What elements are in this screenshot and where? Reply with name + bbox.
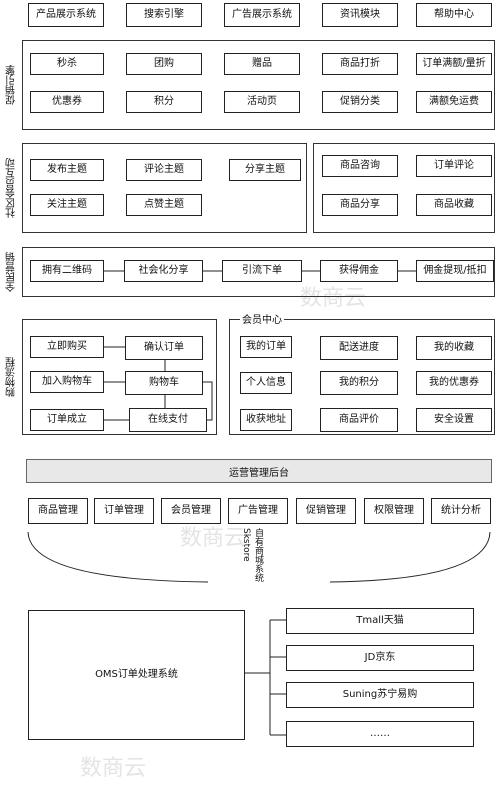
marketing-step: 佣金提现/抵扣	[416, 260, 494, 282]
promotion-label: 促销引擎	[6, 65, 18, 105]
promo-item: 优惠券	[30, 91, 104, 113]
nav-help-center: 帮助中心	[416, 3, 492, 27]
promo-item: 团购	[126, 53, 202, 75]
promo-item: 活动页	[224, 91, 300, 113]
community-item: 发布主题	[30, 159, 104, 181]
channel-box: Suning苏宁易购	[286, 682, 474, 708]
nav-news-module: 资讯模块	[322, 3, 398, 27]
backend-module: 权限管理	[364, 498, 424, 524]
backend-module: 统计分析	[431, 498, 491, 524]
marketing-group	[22, 247, 495, 297]
promo-item: 商品打折	[322, 53, 398, 75]
purchase-add-to-cart: 加入购物车	[30, 371, 104, 393]
community-item: 关注主题	[30, 194, 104, 216]
nav-search-engine: 搜索引擎	[126, 3, 202, 27]
member-center-title: 会员中心	[240, 315, 284, 327]
promo-item: 满额免运费	[416, 91, 492, 113]
purchase-online-payment: 在线支付	[129, 408, 207, 432]
member-item: 我的订单	[240, 336, 292, 358]
community-item: 订单评论	[416, 155, 492, 177]
channel-box: ……	[286, 721, 474, 747]
oms-system-box: OMS订单处理系统	[28, 610, 245, 740]
watermark: 数商云	[180, 526, 247, 551]
member-item: 商品评价	[320, 408, 398, 432]
marketing-step: 拥有二维码	[30, 260, 104, 282]
purchase-order-created: 订单成立	[30, 409, 104, 431]
marketing-step: 获得佣金	[320, 260, 398, 282]
backend-module: 广告管理	[228, 498, 288, 524]
mall-system-label: 自有商城系统 Skstore	[241, 528, 263, 582]
community-right-group	[313, 143, 495, 233]
backend-module: 商品管理	[28, 498, 88, 524]
member-center-group	[229, 319, 495, 435]
channel-box: JD京东	[286, 645, 474, 671]
community-left-group	[22, 143, 307, 233]
purchase-confirm-order: 确认订单	[125, 336, 203, 360]
member-item: 收获地址	[240, 409, 292, 431]
member-item: 个人信息	[240, 372, 292, 394]
purchase-group	[22, 319, 217, 435]
promo-item: 订单满额/量折	[416, 53, 492, 75]
community-item: 点赞主题	[126, 194, 202, 216]
purchase-cart: 购物车	[125, 371, 203, 395]
backend-module: 会员管理	[161, 498, 221, 524]
marketing-step: 社会化分享	[124, 260, 203, 282]
member-item: 我的收藏	[416, 336, 492, 360]
purchase-label: 购物流程	[6, 357, 18, 397]
nav-ad-display: 广告展示系统	[224, 3, 300, 27]
backend-module: 订单管理	[94, 498, 154, 524]
community-item: 商品收藏	[416, 194, 492, 216]
promo-item: 秒杀	[30, 53, 104, 75]
watermark: 数商云	[80, 756, 147, 781]
promo-item: 积分	[126, 91, 202, 113]
marketing-step: 引流下单	[222, 260, 302, 282]
promotion-group	[22, 40, 495, 130]
community-item: 评论主题	[126, 159, 202, 181]
member-item: 配送进度	[320, 336, 398, 360]
purchase-buy-now: 立即购买	[30, 336, 104, 358]
backend-module: 促销管理	[296, 498, 356, 524]
community-item: 商品分享	[322, 194, 398, 216]
community-label: 社区会员互动	[6, 158, 18, 218]
promo-item: 赠品	[224, 53, 300, 75]
nav-product-display: 产品展示系统	[28, 3, 104, 27]
promo-item: 促销分类	[322, 91, 398, 113]
channel-box: Tmall天猫	[286, 608, 474, 634]
community-item: 分享主题	[229, 159, 301, 181]
member-item: 我的优惠券	[416, 371, 492, 395]
watermark: 数商云	[300, 286, 367, 311]
member-item: 安全设置	[416, 408, 492, 432]
member-item: 我的积分	[320, 371, 398, 395]
community-item: 商品咨询	[322, 155, 398, 177]
operations-backend-bar: 运营管理后台	[26, 459, 492, 483]
marketing-label: 全民营销	[6, 252, 18, 292]
